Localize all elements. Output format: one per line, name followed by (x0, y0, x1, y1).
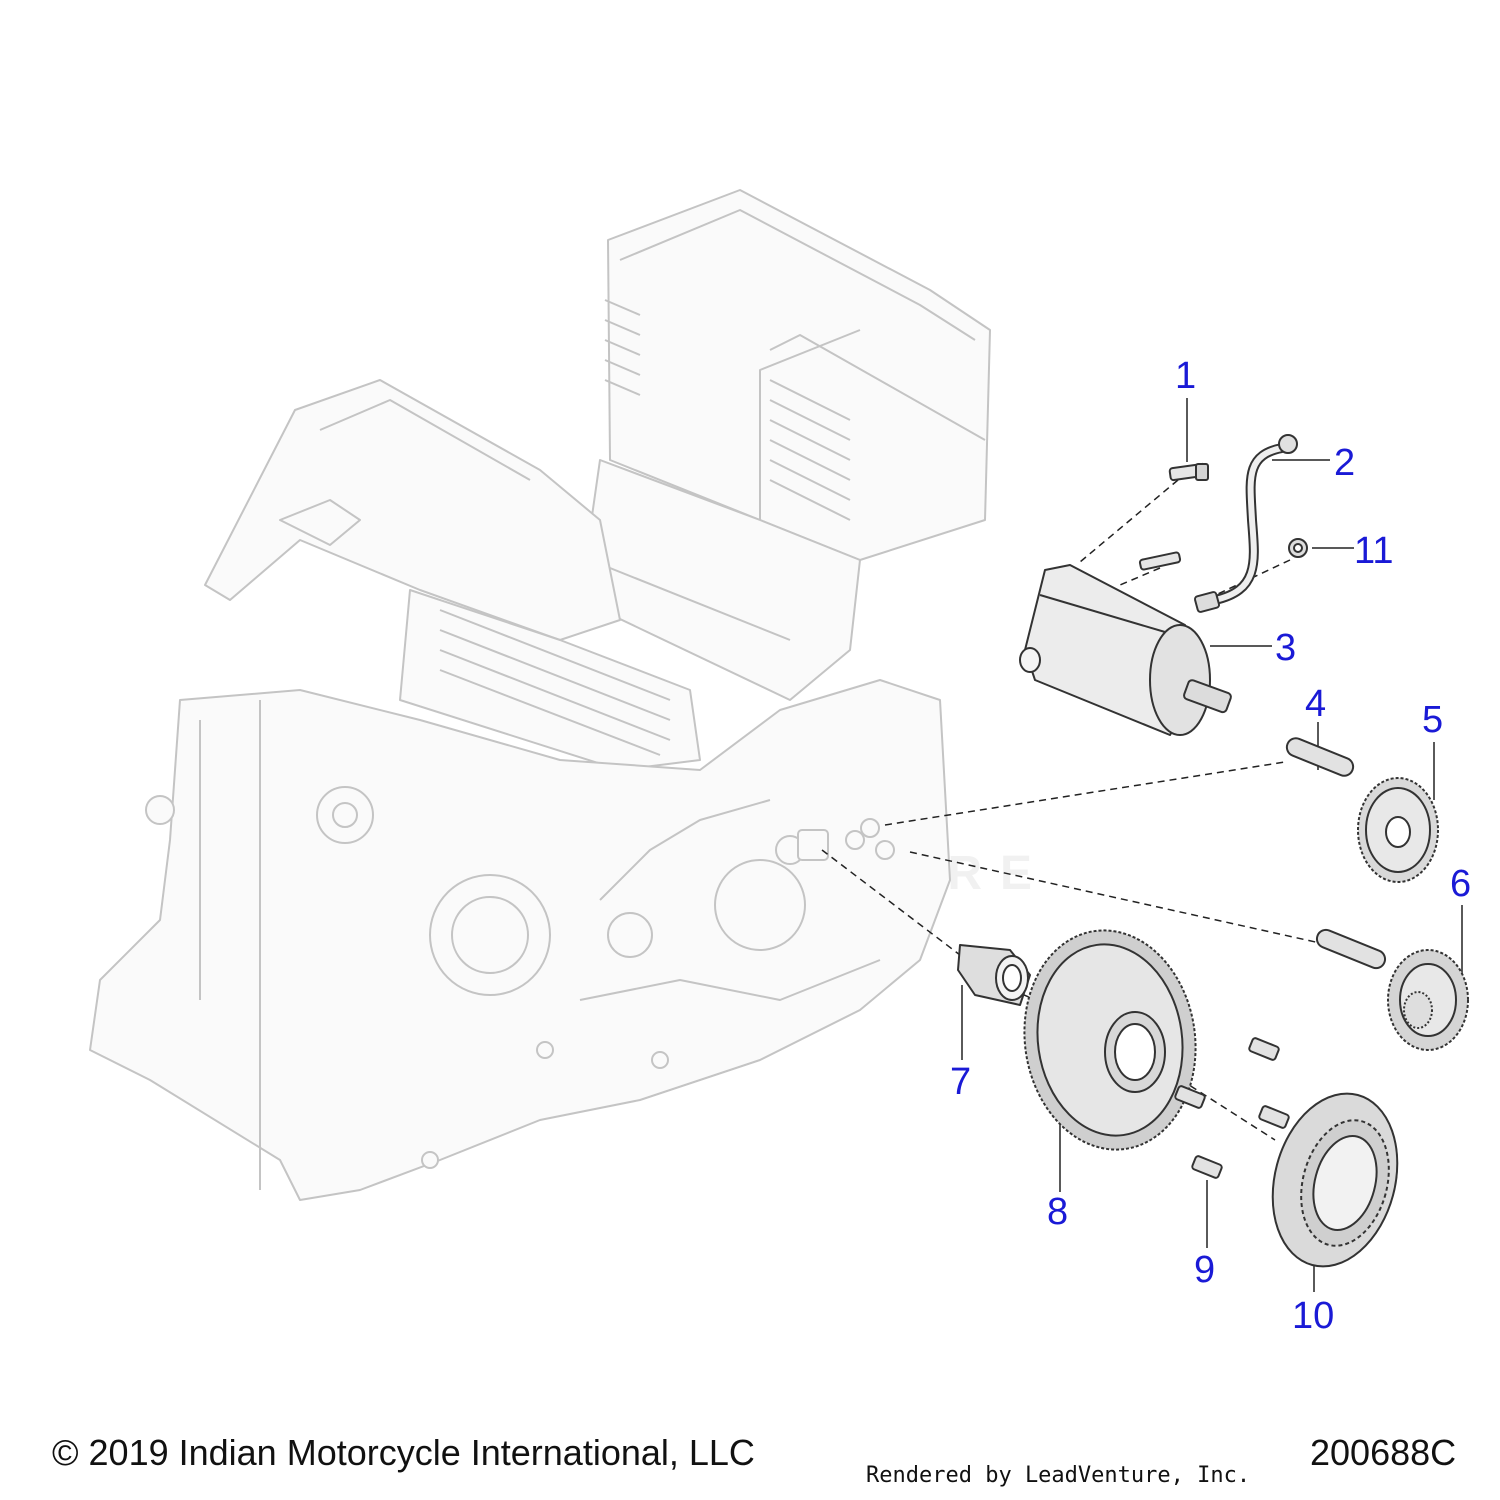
callout-7: 7 (950, 1061, 971, 1103)
callout-9: 9 (1194, 1249, 1215, 1291)
part-1-bolt (1168, 462, 1209, 482)
part-5-gear (1357, 777, 1439, 883)
part-7-bushing (957, 944, 1031, 1006)
part-11-nut (1288, 538, 1308, 558)
parts (957, 434, 1469, 1268)
callout-1: 1 (1175, 355, 1196, 397)
part-6-pin-and-gear (1315, 928, 1469, 1051)
part-8-large-gear (1023, 929, 1197, 1151)
callout-11: 11 (1354, 530, 1393, 572)
part-4-pin (1285, 737, 1355, 777)
part-9-bolts (1174, 1037, 1290, 1179)
leader-lines-solid (961, 398, 1463, 1292)
part-2-cable (1193, 434, 1298, 613)
callout-10: 10 (1292, 1295, 1334, 1337)
callout-5: 5 (1422, 699, 1443, 741)
rendered-by-credit: Rendered by LeadVenture, Inc. (866, 1463, 1251, 1488)
callout-labels: 1 2 3 4 5 6 7 8 9 10 11 (950, 355, 1471, 1337)
part-3-starter-motor (1019, 551, 1232, 736)
callout-8: 8 (1047, 1191, 1068, 1233)
document-number: 200688C (1310, 1432, 1457, 1473)
leader-lines-dashed (821, 479, 1321, 1141)
callout-6: 6 (1450, 863, 1471, 905)
callout-3: 3 (1275, 627, 1296, 669)
copyright-notice: © 2019 Indian Motorcycle International, … (52, 1432, 755, 1473)
callout-2: 2 (1334, 442, 1355, 484)
part-10-sprag-clutch (1271, 1092, 1399, 1268)
engine-assembly (89, 189, 991, 1201)
callout-4: 4 (1305, 683, 1326, 725)
